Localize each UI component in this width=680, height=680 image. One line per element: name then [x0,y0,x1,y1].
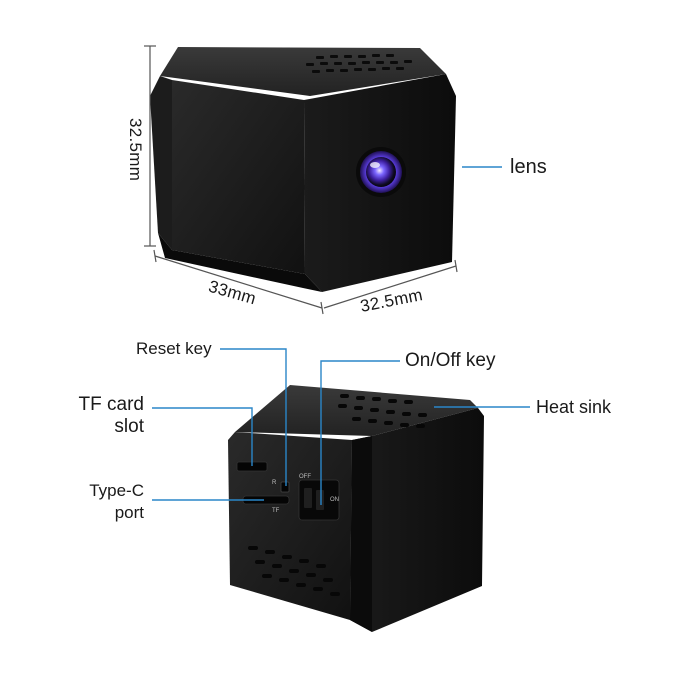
back-cube-top-face [235,385,478,436]
reset-key [280,481,290,493]
camera-cube-front-view [150,47,456,292]
side-vents [248,546,340,596]
tf-card-callout-line [152,407,253,466]
switch-off-mark: OFF [299,474,311,480]
heat-sink-label: Heat sink [536,397,612,417]
ports-face [228,432,352,620]
cube-top-face [160,47,446,96]
reset-mark: R [272,480,277,486]
back-cube-right-face [350,408,484,632]
on-off-callout-line [320,360,400,505]
on-off-key-label: On/Off key [405,350,496,371]
lens-icon [356,147,406,197]
tf-card-label-line2: slot [114,416,144,437]
heat-sink-vents [338,394,427,428]
reset-key-label: Reset key [136,339,212,358]
tf-mark: TF [272,508,280,514]
type-c-label-line2: port [114,503,144,522]
tf-card-slot-label: TF card slot [52,394,144,438]
callout-lines [152,348,530,505]
lens-label: lens [510,156,547,178]
reset-key-callout-line [220,348,287,486]
switch-on-mark: ON [330,497,339,503]
camera-cube-back-view [228,385,484,632]
type-c-label-line1: Type-C [89,481,144,500]
cube-front-face [172,80,305,274]
type-c-port-label: Type-C port [52,480,144,524]
cube-left-face [150,76,172,250]
tf-card-label-line1: TF card [78,394,144,415]
back-cube-bevel [350,436,372,632]
height-dimension-label: 32.5mm [126,118,145,182]
dimension-lines [144,45,458,315]
cube-bottom-bevel [158,233,322,292]
switch-markings: OFF ON R TF [272,474,339,514]
top-vents [306,54,412,73]
